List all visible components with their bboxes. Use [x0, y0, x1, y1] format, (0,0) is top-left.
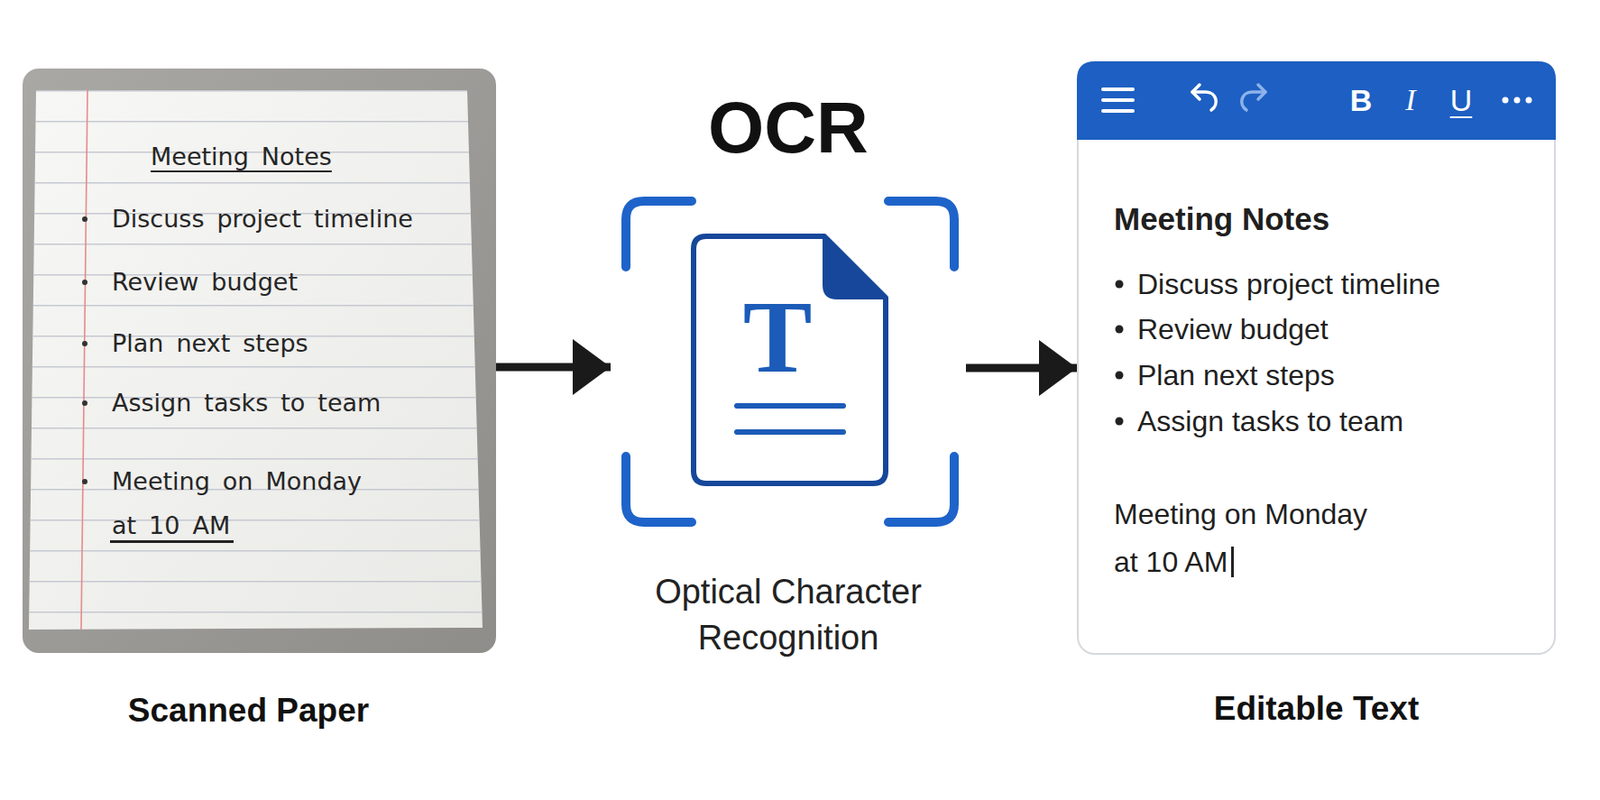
bold-button: B [1342, 84, 1380, 116]
menu-bar [1103, 109, 1133, 113]
more-dot [1514, 97, 1521, 104]
bullet-dot [1115, 280, 1124, 289]
document-icon-letter: T [714, 285, 841, 389]
undo-head [1192, 84, 1200, 100]
paper-sheet [28, 90, 483, 630]
bullet-dot [1115, 325, 1124, 334]
menu-bar [1103, 98, 1133, 102]
redo-curve [1241, 91, 1266, 111]
document-fold [824, 236, 886, 298]
scan-frame [625, 201, 955, 523]
editor-bullets [1115, 280, 1124, 426]
scan-corner [625, 456, 692, 523]
list-item: Review budget [1137, 311, 1329, 348]
flow-arrow [965, 364, 1077, 373]
ocr-process: OCR Optical Character Recognition [610, 81, 966, 659]
handwritten-item: Review budget [111, 267, 298, 297]
underline-button: U [1443, 84, 1480, 116]
undo-icon [1192, 84, 1216, 111]
ruled-lines [28, 90, 483, 630]
panel-caption: Editable Text [1076, 689, 1556, 729]
redo-head [1258, 84, 1266, 100]
list-item: Assign tasks to team [1137, 403, 1404, 440]
handwritten-item: Assign tasks to team [111, 388, 381, 418]
document-note: Meeting on Monday at 10 AM [1113, 490, 1383, 587]
document-line [736, 429, 844, 435]
ocr-heading: OCR [610, 91, 966, 165]
bullet-dot [82, 340, 88, 347]
list-item: Discuss project timeline [1137, 266, 1441, 303]
handwritten-bullets [82, 216, 88, 485]
more-dot [1526, 97, 1533, 104]
editor-toolbar [1076, 61, 1556, 140]
document-line [736, 403, 844, 409]
handwritten-item: Plan next steps [111, 329, 309, 359]
undo-curve [1192, 91, 1216, 111]
bullet-dot [82, 400, 88, 406]
flow-arrow [496, 363, 611, 372]
bullet-dot [1115, 371, 1124, 380]
text-cursor [1231, 546, 1234, 578]
document-icon [693, 236, 886, 484]
handwritten-note: Meeting on Monday at 10 AM [111, 459, 380, 548]
redo-icon [1241, 84, 1266, 111]
bullet-dot [82, 279, 88, 286]
more-dot [1502, 97, 1509, 104]
scanned-paper-photo: Meeting NotesDiscuss project timelineRev… [22, 68, 497, 653]
italic-button: I [1392, 84, 1429, 116]
handwritten-underline [110, 540, 234, 543]
document-heading: Meeting Notes [1113, 201, 1330, 238]
list-item: Plan next steps [1137, 357, 1335, 394]
bullet-dot [82, 478, 88, 485]
bullet-dot [1115, 417, 1124, 426]
bullet-dot [82, 216, 88, 222]
scan-corner [888, 456, 955, 523]
ocr-caption: Optical Character Recognition [634, 569, 943, 662]
menu-bar [1103, 87, 1133, 92]
editor-panel: Meeting NotesDiscuss project timelineRev… [1076, 61, 1556, 655]
panel-caption: Scanned Paper [11, 690, 486, 731]
handwritten-heading: Meeting Notes [150, 142, 332, 172]
menu-icon [1103, 89, 1133, 111]
handwritten-item: Discuss project timeline [111, 204, 414, 234]
photo-background [22, 68, 497, 653]
more-icon [1502, 97, 1533, 104]
scan-corner [625, 201, 692, 267]
scan-corner [888, 201, 955, 267]
margin-line [81, 90, 88, 630]
